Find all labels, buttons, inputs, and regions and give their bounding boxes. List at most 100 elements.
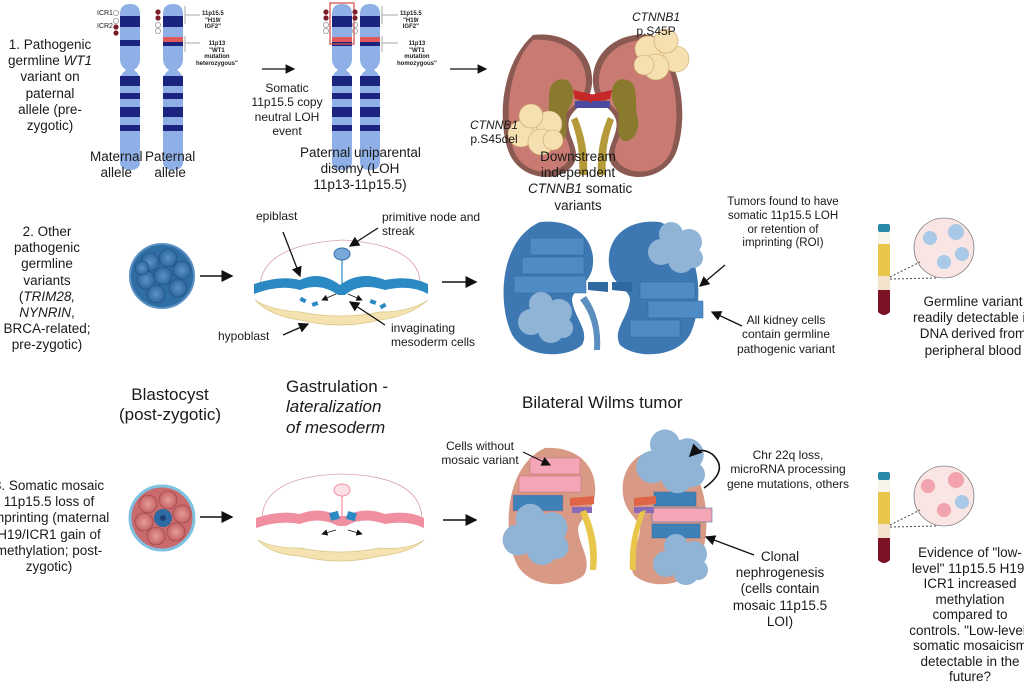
variant-name: p.S45del	[470, 132, 518, 147]
label-text: somatic	[582, 181, 633, 197]
label-line: allele	[154, 165, 186, 181]
label-line: Chr 22q loss,	[752, 448, 824, 462]
row1-label-line: allele (pre-	[18, 101, 82, 117]
label-line: DNA derived from	[919, 326, 1024, 342]
label-text: (	[18, 288, 24, 304]
ctnnb1-s45p-label: CTNNB1 p.S45P	[632, 10, 680, 39]
label-line: peripheral blood	[924, 342, 1022, 358]
bilateral-wilms-title: Bilateral Wilms tumor	[522, 393, 683, 412]
label-line: compared to	[932, 607, 1008, 623]
label-line: allele	[100, 165, 133, 181]
label-line: 3. Somatic mosaic	[0, 478, 105, 493]
label-line: 11p13-11p15.5)	[313, 177, 407, 193]
label-line: 11p15.5 copy	[251, 95, 323, 110]
upd-label: Paternal uniparental disomy (LOH 11p13-1…	[300, 145, 421, 194]
row1-label-line: zygotic)	[26, 117, 74, 133]
blastocyst-pink	[128, 484, 196, 552]
kidney-mosaic-right	[622, 429, 713, 585]
label-line: Downstream	[540, 149, 616, 164]
gene-name: CTNNB1	[470, 118, 519, 132]
label-line: or retention of	[747, 223, 819, 236]
label-line: pathogenic	[13, 240, 81, 256]
tumors-found-label: Tumors found to have somatic 11p15.5 LOH…	[724, 196, 842, 251]
label-line: Cells without	[445, 439, 515, 453]
callout-line: mutation	[204, 54, 230, 61]
label-line: Clonal	[760, 549, 800, 564]
label-line: pre-zygotic)	[11, 337, 83, 353]
blastocyst-title: Blastocyst (post-zygotic)	[100, 385, 240, 426]
label-line: zygotic)	[25, 558, 73, 574]
label-line: methylation	[935, 591, 1005, 607]
label-line: (cells contain	[740, 581, 820, 597]
ctnnb1-s45del-label: CTNNB1 p.S45del	[470, 118, 518, 147]
label-line: mosaic 11p15.5	[732, 597, 828, 613]
callout-line: heterozygous"	[196, 60, 238, 67]
cells-without-label: Cells without mosaic variant	[438, 439, 522, 468]
callout-11p15-5-paternal: 11p15.5 "H19/ IGF2"	[202, 11, 224, 31]
maternal-chromosome	[113, 4, 140, 170]
title-line: of mesoderm	[286, 417, 386, 437]
title-line: lateralization	[286, 397, 382, 417]
maternal-allele-label: Maternal allele	[90, 149, 143, 181]
label-line: Tumors found to have	[727, 196, 839, 208]
label-line: Evidence of "low-	[918, 545, 1022, 560]
label-line: somatic mosaicism	[912, 638, 1024, 654]
clonal-nephrogenesis-label: Clonal nephrogenesis (cells contain mosa…	[730, 549, 830, 630]
blood-germline-label: Germline variant readily detectable in D…	[908, 294, 1024, 359]
label-line: Paternal uniparental	[300, 145, 421, 160]
label-line: streak	[382, 224, 415, 239]
row1-label-text: germline	[7, 53, 64, 69]
callout-line: homozygous"	[397, 60, 437, 67]
callout-line: 11p13	[408, 41, 426, 47]
label-line: Paternal	[145, 149, 196, 164]
row1-label-line: variant on	[20, 69, 80, 85]
label-line: primitive node and	[382, 210, 481, 224]
label-line: Maternal	[90, 149, 143, 164]
paternal-allele-label: Paternal allele	[145, 149, 195, 181]
blastocyst-blue	[129, 243, 195, 309]
callout-line: "H19/	[403, 17, 419, 24]
all-kidney-cells-label: All kidney cells contain germline pathog…	[730, 313, 842, 356]
title-line: Gastrulation -	[286, 377, 389, 396]
icr1-label: ICR1	[97, 10, 113, 17]
label-text: ,	[71, 304, 75, 320]
label-line: All kidney cells	[746, 313, 826, 327]
upd-chromosome-right	[351, 4, 398, 170]
title-line: Blastocyst	[131, 385, 209, 404]
kidney-germline-right	[608, 221, 704, 355]
callout-line: "WT1	[209, 47, 225, 54]
callout-11p15-5-upd: 11p15.5 "H19/ IGF2"	[400, 11, 422, 31]
label-line: contain germline	[741, 327, 831, 342]
label-line: independent	[540, 165, 616, 181]
label-line: future?	[948, 669, 992, 685]
downstream-label: Downstream independent CTNNB1 somatic va…	[528, 149, 632, 214]
row1-label-line: germline WT1	[2, 53, 98, 69]
callout-line: mutation	[404, 54, 430, 61]
label-line: imprinting (maternal	[0, 510, 110, 526]
gastrulation-pink	[256, 473, 425, 562]
label-line: germline	[21, 256, 73, 272]
invaginating-label: invaginating mesoderm cells	[391, 321, 475, 350]
label-line: 11p15.5 loss of	[3, 494, 95, 510]
row1-label-line: paternal	[25, 85, 75, 101]
variant-name: p.S45P	[636, 24, 676, 39]
gene-name: NYNRIN	[19, 304, 71, 320]
callout-line: 11p15.5	[202, 11, 224, 17]
gene-name: CTNNB1	[632, 10, 681, 24]
kidney-mosaic-left	[502, 447, 597, 585]
title-line: (post-zygotic)	[118, 405, 222, 425]
label-line: ICR1 increased	[923, 576, 1017, 592]
label-line: mosaic variant	[441, 453, 519, 468]
callout-11p13-heterozygous: 11p13 "WT1 mutation heterozygous"	[196, 41, 238, 67]
label-line: microRNA processing	[730, 462, 846, 477]
label-line: pathogenic variant	[736, 341, 836, 356]
hypoblast-label: hypoblast	[218, 329, 270, 343]
label-line: gene mutations, others	[726, 476, 850, 491]
label-line: Germline variant	[923, 294, 1023, 309]
gastrulation-blue	[254, 239, 429, 326]
gene-name: TRIM28,	[23, 288, 76, 304]
label-line: NYNRIN,	[2, 305, 92, 321]
kidney-ctnnb1-left	[502, 34, 595, 178]
label-line: invaginating	[391, 321, 456, 335]
blood-tube-mosaic	[878, 465, 975, 563]
